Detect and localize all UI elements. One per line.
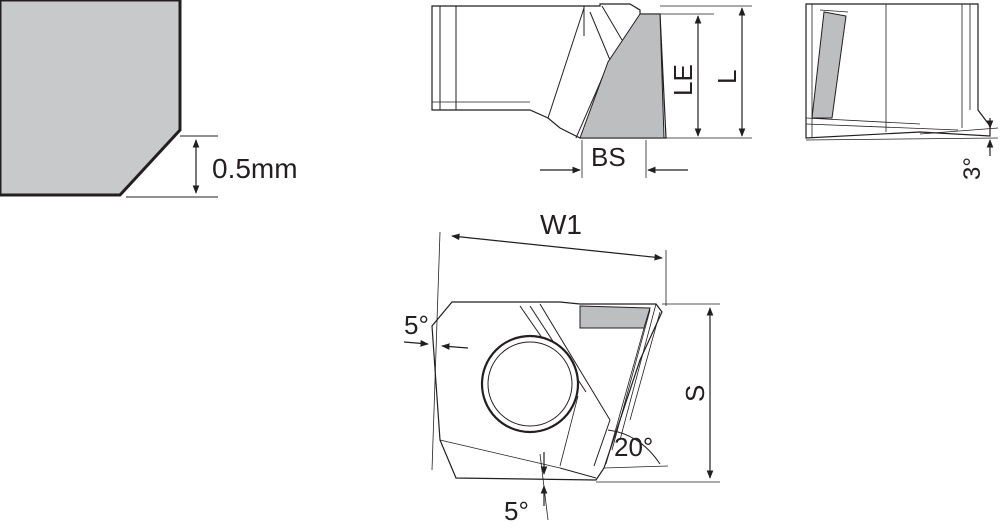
chip-angle-arc	[607, 429, 661, 465]
end-view: 3°	[805, 3, 999, 180]
end-view-outline	[805, 3, 991, 139]
side-view: LE L BS	[431, 3, 752, 178]
chamfer-corner-shape	[0, 0, 182, 197]
top-angle-label: 5°	[404, 310, 429, 340]
w1-dimension-label: W1	[540, 209, 582, 240]
bs-dimension-label: BS	[591, 142, 626, 172]
clearance-angle-label: 3°	[959, 157, 986, 180]
bottom-angle-label: 5°	[504, 496, 529, 526]
le-dimension-label: LE	[668, 64, 698, 96]
w1-dimension-arrow	[451, 233, 663, 261]
top-angle-arrow	[441, 343, 469, 350]
end-view-carbide-tip	[811, 11, 847, 119]
chip-angle-label: 20°	[614, 432, 653, 462]
top-view-carbide-tip	[579, 305, 651, 329]
s-dimension-label: S	[680, 385, 710, 402]
chamfer-detail-view: 0.5mm	[0, 0, 298, 198]
chamfer-dimension-label: 0.5mm	[212, 153, 298, 184]
l-dimension-label: L	[712, 70, 742, 84]
top-angle-arrow	[403, 340, 429, 347]
top-view: W1 S 5° 5° 20°	[403, 209, 720, 526]
mounting-hole-inner	[487, 341, 573, 427]
